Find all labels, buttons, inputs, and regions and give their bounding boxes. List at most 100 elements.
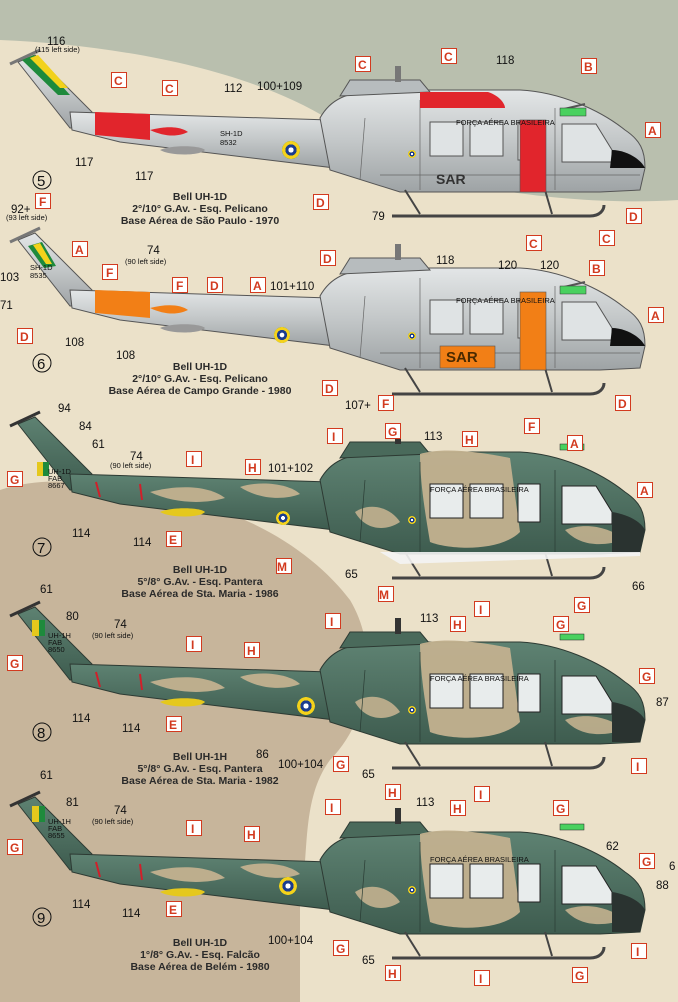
sar-text-5: SAR bbox=[436, 171, 466, 187]
background-tan-band bbox=[0, 481, 368, 1002]
label-5-c2: C bbox=[162, 80, 178, 96]
serial-5b: 8532 bbox=[220, 138, 237, 147]
label-7-m2: M bbox=[378, 586, 394, 602]
svg-text:F: F bbox=[528, 420, 535, 434]
label-5-c6: C bbox=[599, 230, 615, 246]
number-6-120b: 120 bbox=[540, 260, 559, 272]
svg-text:E: E bbox=[169, 533, 177, 547]
serial-8c: 8650 bbox=[48, 645, 65, 654]
svg-text:H: H bbox=[465, 433, 474, 447]
serial-9c: 8655 bbox=[48, 831, 65, 840]
label-5-c4: C bbox=[441, 48, 457, 64]
number-6-74: 74 bbox=[147, 245, 160, 257]
label-6-f3: F bbox=[172, 277, 188, 293]
number-8-86: 86 bbox=[256, 749, 269, 761]
fuselage-text-7: FORÇA AÉREA BRASILEIRA bbox=[430, 485, 529, 494]
number-5-115-left: (115 left side) bbox=[35, 45, 80, 54]
serial-7a: UH-1D bbox=[48, 467, 72, 476]
label-7-g1: G bbox=[7, 471, 23, 487]
label-9-g5: G bbox=[572, 967, 588, 983]
label-6-d3: D bbox=[17, 328, 33, 344]
label-9-g4: G bbox=[333, 940, 349, 956]
svg-text:I: I bbox=[332, 430, 335, 444]
caption-8-base: Base Aérea de Sta. Maria - 1982 bbox=[121, 775, 278, 787]
svg-text:C: C bbox=[165, 82, 174, 96]
svg-text:G: G bbox=[10, 473, 19, 487]
number-6-93-left: (93 left side) bbox=[6, 213, 48, 222]
label-7-i3: I bbox=[474, 601, 490, 617]
label-9-i2: I bbox=[325, 799, 341, 815]
label-5-c5: C bbox=[526, 235, 542, 251]
svg-text:H: H bbox=[247, 828, 256, 842]
number-5-118: 118 bbox=[496, 55, 514, 67]
label-8-g1: G bbox=[7, 655, 23, 671]
label-8-i3: I bbox=[474, 786, 490, 802]
serial-7b: FAB bbox=[48, 474, 62, 483]
svg-text:H: H bbox=[247, 644, 256, 658]
number-9-88: 88 bbox=[656, 880, 669, 892]
label-8-i1: I bbox=[186, 636, 202, 652]
svg-text:I: I bbox=[191, 453, 194, 467]
label-7-e: E bbox=[166, 531, 182, 547]
svg-text:I: I bbox=[479, 603, 482, 617]
profile-number-7: 7 bbox=[37, 540, 45, 557]
label-8-h1: H bbox=[244, 642, 260, 658]
profile-number-8: 8 bbox=[37, 725, 45, 742]
svg-text:G: G bbox=[556, 802, 565, 816]
number-9-61: 61 bbox=[40, 770, 53, 782]
label-5-b: B bbox=[581, 58, 597, 74]
svg-text:B: B bbox=[592, 262, 601, 276]
number-8-114a: 114 bbox=[72, 713, 91, 725]
number-9-74: 74 bbox=[114, 805, 127, 817]
svg-text:F: F bbox=[382, 397, 389, 411]
label-7-i2: I bbox=[327, 428, 343, 444]
number-6-90-left: (90 left side) bbox=[125, 257, 167, 266]
svg-text:D: D bbox=[618, 397, 627, 411]
label-9-i1: I bbox=[186, 820, 202, 836]
caption-9-unit: 1°/8° G.Av. - Esq. Falcão bbox=[140, 949, 260, 961]
number-6-71: 71 bbox=[0, 300, 13, 312]
label-9-h3: H bbox=[385, 965, 401, 981]
number-5-117b: 117 bbox=[135, 171, 153, 183]
number-7-90-left: (90 left side) bbox=[110, 461, 152, 470]
svg-text:H: H bbox=[388, 786, 397, 800]
label-6-f5: F bbox=[524, 418, 540, 434]
svg-text:D: D bbox=[325, 382, 334, 396]
label-8-g3: G bbox=[639, 668, 655, 684]
number-5-79: 79 bbox=[372, 211, 385, 223]
svg-text:C: C bbox=[602, 232, 611, 246]
label-9-e: E bbox=[166, 901, 182, 917]
label-6-a2: A bbox=[250, 277, 266, 293]
caption-7-base: Base Aérea de Sta. Maria - 1986 bbox=[121, 588, 278, 600]
serial-6b: 8535 bbox=[30, 271, 47, 280]
serial-8b: FAB bbox=[48, 638, 62, 647]
svg-text:F: F bbox=[176, 279, 183, 293]
caption-6-type: Bell UH-1D bbox=[173, 361, 228, 373]
profile-6: FORÇA AÉREA BRASILEIRA SAR SH-1D 8535 92… bbox=[0, 193, 664, 434]
number-6-118: 118 bbox=[436, 255, 454, 267]
label-8-g4: G bbox=[333, 756, 349, 772]
label-6-d2: D bbox=[320, 250, 336, 266]
label-6-d1: D bbox=[207, 277, 223, 293]
svg-text:I: I bbox=[191, 822, 194, 836]
label-9-g3: G bbox=[639, 853, 655, 869]
svg-text:C: C bbox=[529, 237, 538, 251]
label-8-h2: H bbox=[450, 616, 466, 632]
number-9-114b: 114 bbox=[122, 908, 141, 920]
number-5-116: 116 bbox=[47, 36, 65, 48]
svg-text:F: F bbox=[106, 266, 113, 280]
number-7-66: 66 bbox=[632, 581, 645, 593]
svg-text:A: A bbox=[75, 243, 84, 257]
serial-7c: 8667 bbox=[48, 481, 65, 490]
svg-text:H: H bbox=[453, 802, 462, 816]
serial-5a: SH-1D bbox=[220, 129, 243, 138]
label-9-h1: H bbox=[244, 826, 260, 842]
serial-9a: UH-1H bbox=[48, 817, 71, 826]
caption-7-unit: 5°/8° G.Av. - Esq. Pantera bbox=[137, 576, 262, 588]
label-8-e: E bbox=[166, 716, 182, 732]
svg-text:E: E bbox=[169, 903, 177, 917]
label-7-g3: G bbox=[574, 597, 590, 613]
svg-text:G: G bbox=[388, 425, 397, 439]
svg-text:G: G bbox=[642, 855, 651, 869]
